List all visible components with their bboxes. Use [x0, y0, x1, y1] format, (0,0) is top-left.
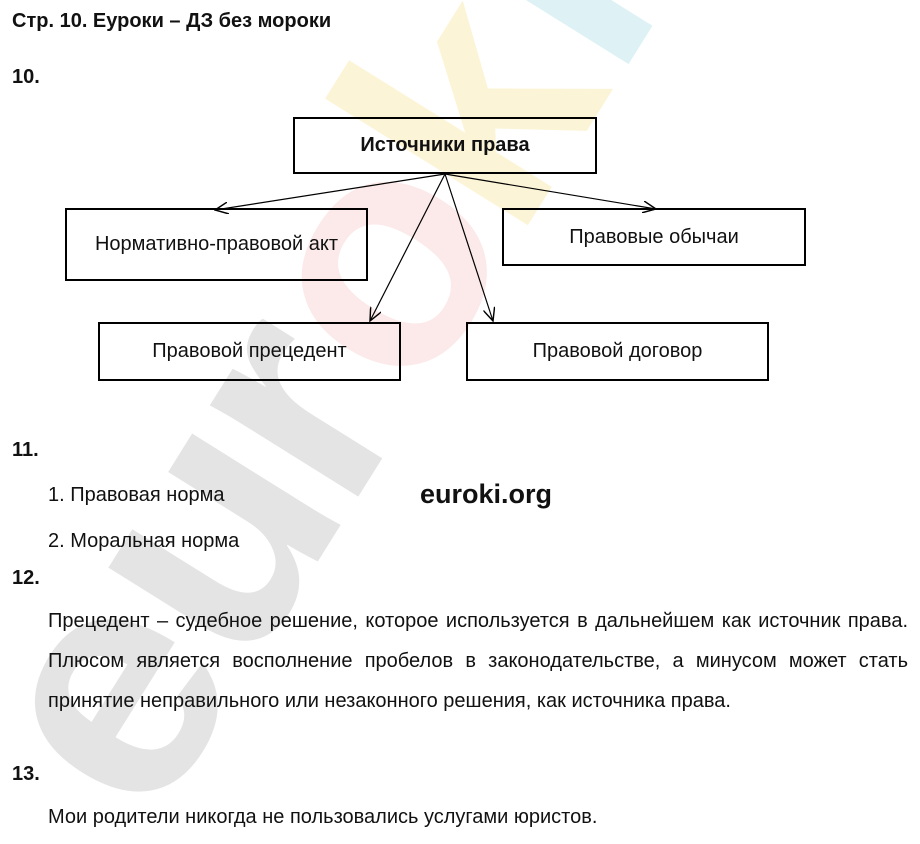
- task-13-number: 13.: [12, 763, 40, 785]
- diagram-box-contract: Правовой договор: [466, 322, 769, 381]
- diagram-box-normative-act: Нормативно-правовой акт: [65, 208, 368, 281]
- watermark-site-label: euroki.org: [420, 479, 553, 509]
- page-title: Стр. 10. Еуроки – ДЗ без мороки: [12, 10, 332, 32]
- arrow-to-customs: [444, 173, 656, 209]
- arrow-to-precedent: [370, 173, 446, 321]
- diagram-box-customs: Правовые обычаи: [502, 208, 806, 266]
- diagram-root-box: Источники права: [293, 117, 597, 174]
- diagram-box-precedent: Правовой прецедент: [98, 322, 401, 381]
- arrow-to-contract: [444, 173, 493, 321]
- task-12-number: 12.: [12, 567, 40, 589]
- task-13-answer: Мои родители никогда не пользовались усл…: [48, 806, 598, 828]
- task-10-number: 10.: [12, 66, 40, 88]
- list-item: 1. Правовая норма: [48, 484, 225, 506]
- task-11-number: 11.: [12, 439, 39, 461]
- arrow-to-normative-act: [215, 173, 446, 210]
- list-item: 2. Моральная норма: [48, 530, 240, 552]
- task-12-answer: Прецедент – судебное решение, которое ис…: [48, 610, 908, 712]
